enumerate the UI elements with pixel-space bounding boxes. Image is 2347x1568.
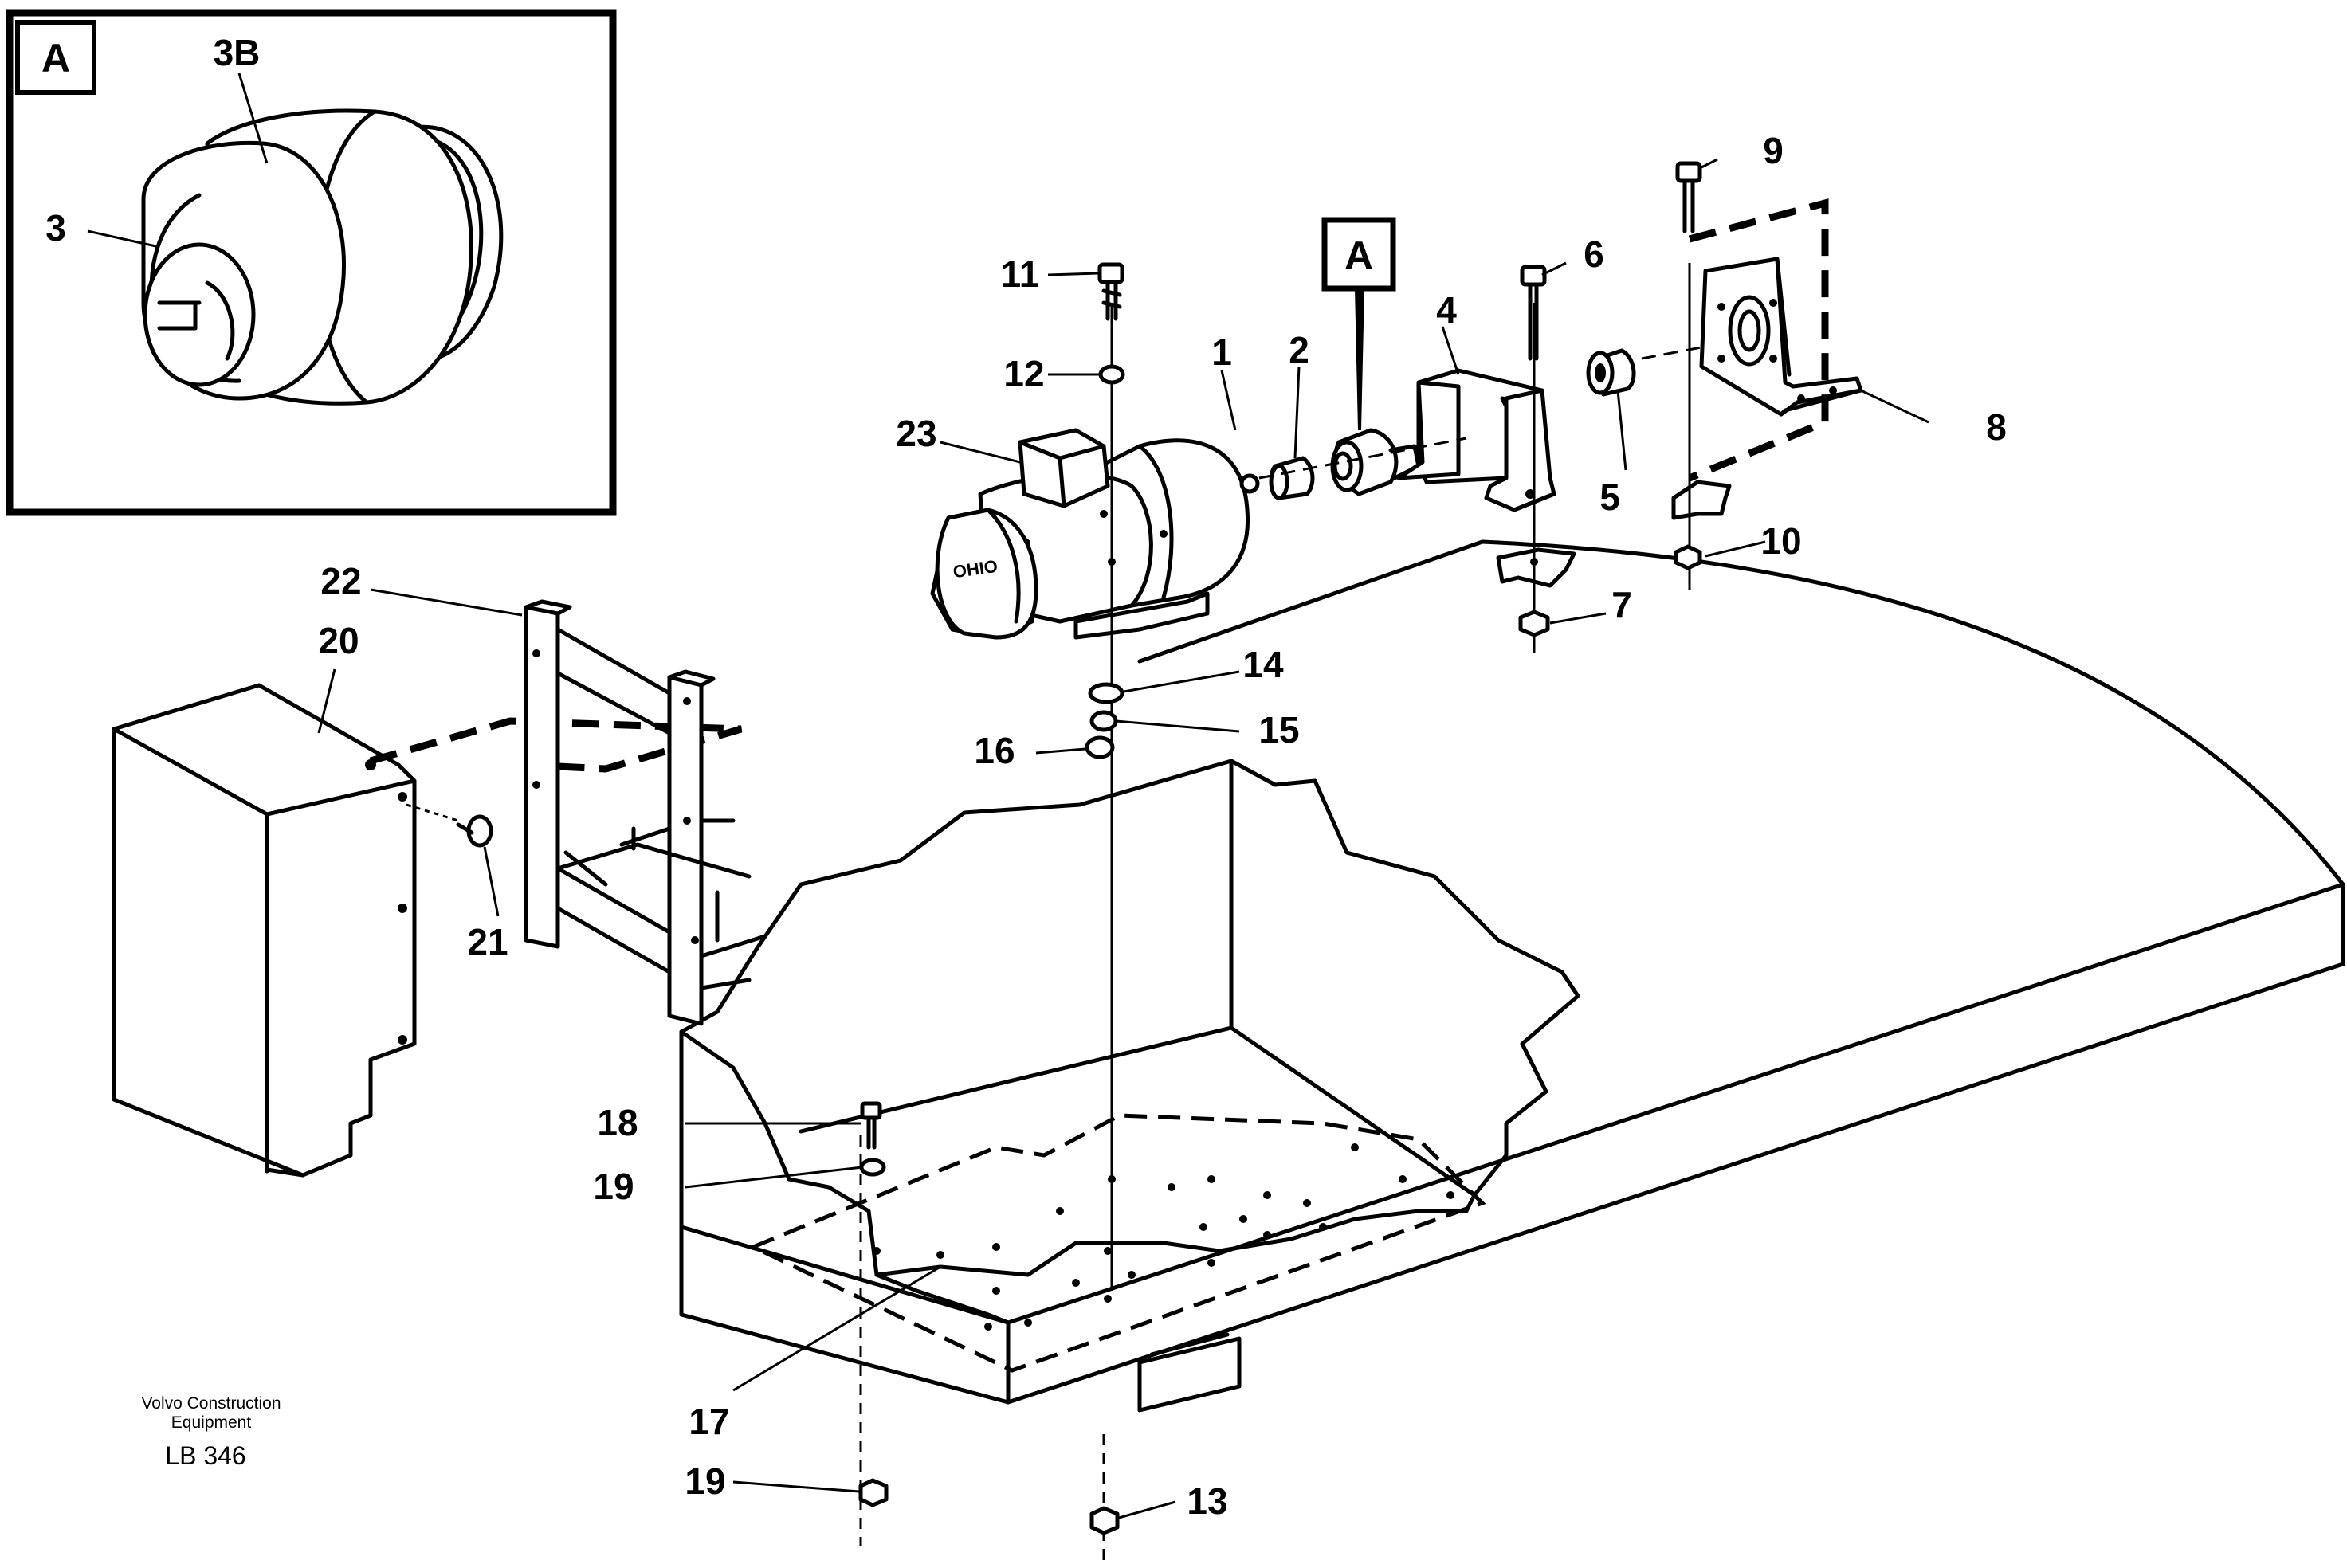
detail-label: A <box>41 36 70 80</box>
bushing-5 <box>1586 348 1636 397</box>
callout-4: 4 <box>1436 289 1457 331</box>
coupling-main <box>1330 428 1421 496</box>
callout-13: 13 <box>1187 1480 1227 1522</box>
callout-1: 1 <box>1211 331 1232 373</box>
bushing-2 <box>1269 456 1315 500</box>
frame-platform <box>679 539 2345 1413</box>
callout-15: 15 <box>1258 709 1299 751</box>
marker-a: A <box>1321 217 1396 430</box>
hardware <box>858 161 1702 1535</box>
callout-3: 3 <box>45 207 66 249</box>
callout-3b: 3B <box>214 32 261 73</box>
callout-5: 5 <box>1599 476 1620 518</box>
callout-12: 12 <box>1003 353 1044 394</box>
support-stand <box>524 599 767 1026</box>
callout-17: 17 <box>689 1401 729 1442</box>
coupling-drawing <box>141 108 504 406</box>
callout-8: 8 <box>1986 406 2007 448</box>
callout-18: 18 <box>597 1102 638 1143</box>
battery-box <box>112 683 743 1178</box>
plate-10 <box>1671 480 1732 520</box>
callout-23: 23 <box>896 413 936 454</box>
callout-7: 7 <box>1611 584 1632 625</box>
footer-code: LB 346 <box>165 1441 245 1470</box>
callout-11: 11 <box>1001 253 1040 295</box>
screw-21 <box>406 803 493 848</box>
leader-lines <box>317 158 1929 1519</box>
bracket-8 <box>1688 198 1863 482</box>
callout-6: 6 <box>1584 233 1604 275</box>
detail-a-inset: A 3B 3 <box>6 9 617 516</box>
callout-19-top: 19 <box>593 1166 634 1207</box>
callout-2: 2 <box>1289 329 1309 370</box>
callout-14: 14 <box>1242 644 1284 685</box>
callout-19-bottom: 19 <box>685 1460 725 1502</box>
bracket-4 <box>1396 368 1556 512</box>
callout-22: 22 <box>320 560 361 602</box>
callouts: 1 2 4 5 6 7 8 9 10 11 12 13 14 15 16 17 … <box>318 130 2006 1522</box>
motor: OHIO <box>930 428 1260 640</box>
callout-9: 9 <box>1763 130 1784 171</box>
marker-label: A <box>1344 233 1373 278</box>
callout-16: 16 <box>974 730 1015 771</box>
footer-line2: Equipment <box>171 1413 252 1432</box>
callout-20: 20 <box>318 620 359 661</box>
plate-holes <box>873 1143 1454 1331</box>
callout-21: 21 <box>467 921 508 962</box>
plate-7 <box>1496 547 1576 588</box>
footer-line1: Volvo Construction <box>141 1394 281 1413</box>
footer: Volvo Construction Equipment LB 346 <box>141 1394 281 1470</box>
callout-10: 10 <box>1760 520 1801 562</box>
